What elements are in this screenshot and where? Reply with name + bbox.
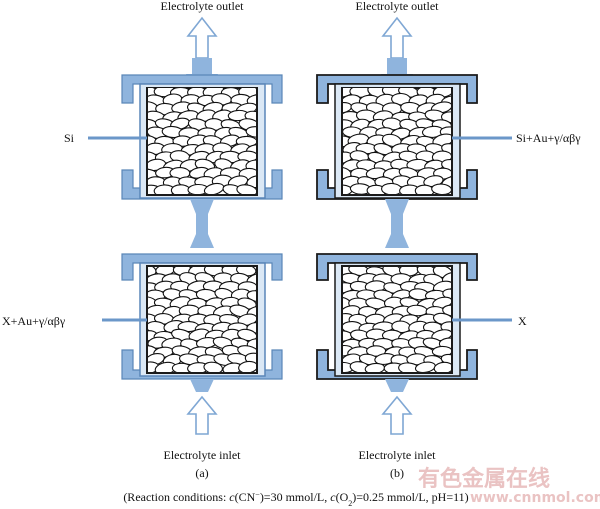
pellet	[440, 111, 451, 124]
bottom-cell-a	[121, 253, 283, 392]
inlet-arrow-b	[381, 395, 413, 435]
pellet	[433, 361, 451, 372]
pellet	[431, 183, 451, 194]
pellet	[246, 175, 256, 189]
outlet-label-b: Electrolyte outlet	[356, 0, 440, 13]
connector-b	[385, 199, 409, 248]
wire-b-bottom: X	[452, 314, 527, 328]
outlet-label-a: Electrolyte outlet	[161, 0, 245, 13]
top-cell-b	[316, 58, 478, 200]
cell-frame-a-top	[121, 74, 283, 104]
panel-label-a: (a)	[195, 466, 208, 480]
wire-label-x: X	[518, 314, 527, 328]
pellet-bed-b-top	[343, 88, 451, 194]
inlet-arrow-a	[186, 395, 218, 435]
wire-label-si-au: Si+Au+γ/αβγ	[516, 131, 581, 145]
wire-b-top: Si+Au+γ/αβγ	[452, 131, 581, 145]
panel-label-b: (b)	[390, 466, 404, 480]
watermark-cn: 有色金属在线	[418, 466, 550, 492]
watermark-en: www.cnnmol.com	[470, 490, 600, 506]
pellet-bed-a-top	[148, 88, 256, 194]
connector-a	[190, 199, 214, 248]
outlet-nozzle-a	[192, 58, 212, 74]
top-cell-a	[121, 58, 283, 200]
inlet-label-a: Electrolyte inlet	[164, 448, 242, 462]
inlet-nozzle-a	[190, 379, 214, 392]
outlet-arrow-a	[186, 16, 218, 59]
inlet-label-b: Electrolyte inlet	[359, 448, 437, 462]
panel-b: Electrolyte outlet Si+Au+γ/αβγ	[316, 0, 581, 480]
outlet-arrow-b	[381, 16, 413, 59]
panel-a: Electrolyte outlet Si	[2, 0, 283, 480]
pellet	[245, 126, 256, 138]
pellet-bed-a-bottom	[148, 267, 256, 372]
pellet	[442, 304, 451, 317]
pellet	[238, 360, 256, 372]
wire-a-bottom: X+Au+γ/αβγ	[2, 314, 147, 328]
wire-label-x-au: X+Au+γ/αβγ	[2, 314, 66, 328]
wire-label-si: Si	[64, 131, 75, 145]
pellet	[236, 184, 256, 194]
wire-a-top: Si	[64, 131, 147, 145]
bottom-cell-b	[316, 253, 478, 392]
pellet	[246, 290, 256, 302]
pellet-bed-b-bottom	[343, 267, 451, 372]
pellet	[246, 94, 256, 107]
watermark: 有色金属在线 www.cnnmol.com	[418, 466, 600, 506]
caption: (Reaction conditions: c(CN−)=30 mmol/L, …	[123, 490, 468, 508]
pellet	[203, 361, 223, 372]
